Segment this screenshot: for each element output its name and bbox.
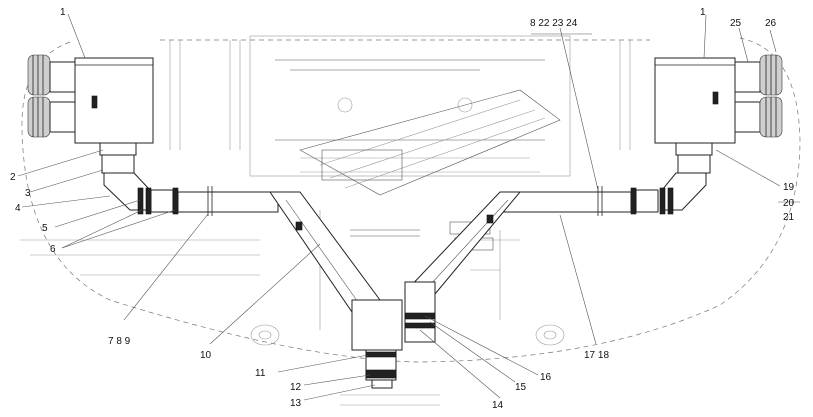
down-pipe bbox=[340, 281, 440, 406]
label-21: 21 bbox=[783, 212, 795, 223]
air-cleaner-right bbox=[654, 54, 783, 144]
label-13: 13 bbox=[290, 398, 302, 409]
label-16: 16 bbox=[540, 372, 552, 383]
y-collector bbox=[269, 191, 522, 313]
intake-pipe-right bbox=[499, 142, 713, 216]
label-20: 20 bbox=[783, 198, 795, 209]
wheel-right bbox=[535, 324, 565, 346]
label-14: 14 bbox=[492, 400, 504, 411]
label-10: 10 bbox=[200, 350, 212, 361]
vehicle-outline bbox=[21, 37, 801, 363]
label-3: 3 bbox=[25, 188, 31, 199]
intake-pipe-left bbox=[99, 142, 279, 216]
label-5: 5 bbox=[42, 223, 48, 234]
label-4: 4 bbox=[15, 203, 21, 214]
label-26: 26 bbox=[765, 18, 777, 29]
callout-labels: 1 1 2 3 4 5 6 7 8 9 10 11 12 13 14 15 16… bbox=[10, 7, 795, 411]
label-2: 2 bbox=[10, 172, 16, 183]
label-17-18: 17 18 bbox=[584, 350, 609, 361]
label-19: 19 bbox=[783, 182, 795, 193]
label-6: 6 bbox=[50, 244, 56, 255]
central-panel bbox=[299, 89, 561, 251]
label-25: 25 bbox=[730, 18, 742, 29]
label-11: 11 bbox=[255, 368, 266, 379]
label-15: 15 bbox=[515, 382, 527, 393]
label-12: 12 bbox=[290, 382, 302, 393]
wheel-left bbox=[250, 324, 280, 346]
label-7-8-9: 7 8 9 bbox=[108, 336, 131, 347]
label-8-22-23-24: 8 22 23 24 bbox=[530, 18, 578, 29]
leader-lines bbox=[17, 13, 800, 401]
label-1-right: 1 bbox=[700, 7, 706, 18]
label-1-left: 1 bbox=[60, 7, 66, 18]
air-cleaner-left bbox=[27, 54, 154, 144]
